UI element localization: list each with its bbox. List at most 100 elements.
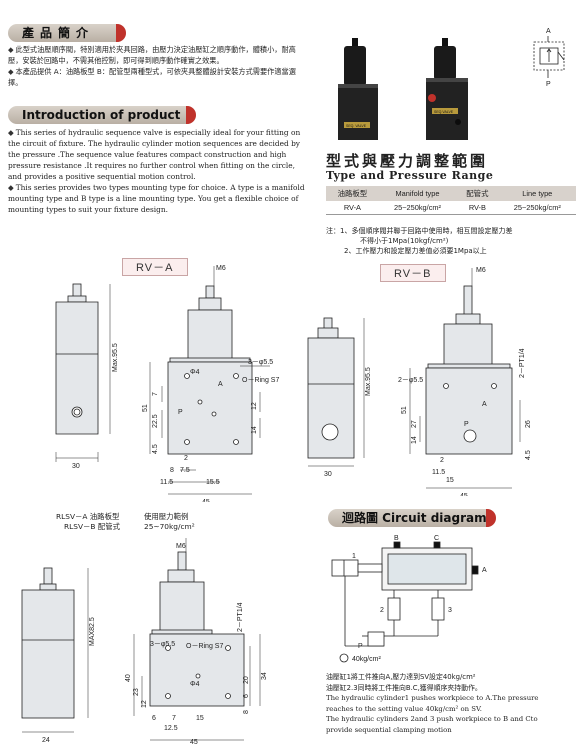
note-line: 不得小于1Mpa(10kgf/cm²) [360,237,449,245]
rva-dim-155: 15.5 [206,479,220,486]
circuit-note-line: 油壓缸1將工件推向A,壓力達到SV設定40kg/cm² [326,673,476,681]
rva-dim-45: 45 [202,499,210,502]
rvb-title-box [380,264,446,282]
rlsv-dim-12: 12 [141,700,148,708]
circuit-label-3: 3 [448,607,452,614]
rlsv-dim-6: 6 [243,694,250,698]
circuit-note-line: reaches to the setting value 40kg/cm² on… [326,704,482,713]
rlsv-dim-holes: 3－φ5.5 [150,641,175,648]
rlsv-dim-23: 23 [133,688,140,696]
table-header: Manifold type [378,186,457,201]
table-header: 配管式 [456,186,499,201]
rlsv-dim-40: 40 [125,674,132,682]
rva-dim-oring: O－Ring S7 [242,377,279,384]
rvb-dim-holes: 2－φ5.5 [398,377,423,384]
circuit-note-line: The hydraulic cylinders 2and 3 push work… [326,715,538,724]
table-cell: 25~250kg/cm² [393,203,442,212]
rvb-title: RV－B [394,268,432,280]
circuit-note-line: 油壓缸2.3同時將工件推向B.C,獲得順序夾持動作。 [326,683,482,692]
rva-dim-30: 30 [72,463,80,470]
circuit-notes: 油壓缸1將工件推向A,壓力達到SV設定40kg/cm² 油壓缸2.3同時將工件推… [326,672,584,736]
symbol-a-label: A [546,28,551,35]
zh-heading: 產品簡介 [8,24,126,42]
rvb-dim-26: 26 [525,420,532,428]
table-row: RV-A 25~250kg/cm² RV-B 25~250kg/cm² [326,201,576,215]
circuit-label-p: P [358,643,363,650]
en-paragraphs: ◆This series of hydraulic sequence valve… [8,127,308,215]
circuit-heading: 迴路圖 Circuit diagram [328,509,496,527]
circuit-label-c: C [434,535,439,542]
diamond-bullet-icon: ◆ [8,67,14,76]
photo-label-1: SEQ. VALVE [346,124,367,128]
circuit-pressure: 40kg/cm² [352,656,381,663]
rva-title: RV－A [136,262,174,274]
zh-paragraph-2: ◆本產品提供 A：油路板型 B：配管型兩種型式，可依夾具整體設計安裝方式需要作適… [8,67,296,87]
rva-dim-a: A [218,381,223,388]
rlsv-range: 使用壓力範例 25~70kg/cm² [144,512,195,532]
zh-heading-text: 產品簡介 [22,26,95,40]
rvb-dim-45: 4.5 [525,450,532,460]
circuit-heading-text: 迴路圖 Circuit diagram [342,511,487,525]
rlsv-drawing: M6 MAX82.5 24 3－φ5.5 O－Ring S7 2－PT1/4 Φ… [21,538,268,746]
rlsv-dim-m6: M6 [176,543,186,550]
rva-title-box [122,258,188,276]
rva-dim-7: 7 [152,392,159,396]
rva-dim-51: 51 [142,404,149,412]
rva-dim-d4: Φ4 [190,369,200,376]
table-cell: RV-A [343,203,361,212]
en-heading: Introduction of product [8,106,196,124]
rvb-dim-14: 14 [411,436,418,444]
rlsv-dim-d6: 6 [152,715,156,722]
heading-accent [486,509,496,527]
rva-dim-8: 8 [170,467,174,474]
rlsv-dim-24: 24 [42,737,50,744]
rvb-dim-max: Max.95.5 [365,367,372,396]
rvb-dim-a: A [482,401,487,408]
rvb-dim-pt: 2－PT1/4 [519,348,526,378]
rvb-dim-p: P [464,421,469,428]
pressure-range-title-en: Type and Pressure Range [326,169,494,182]
pressure-range-notes: 注：1、多個順序閥并聯于回路中使用時，相互間設定壓力差 不得小于1Mpa(10k… [326,226,582,256]
heading-accent [186,106,196,124]
zh-paragraph-1: ◆此型式油壓順序閥，特別適用於夾具回路，由壓力決定油壓缸之順序動作，體積小，耐高… [8,45,296,65]
rlsv-dim-max: MAX82.5 [89,617,96,646]
rlsv-dim-oring: O－Ring S7 [186,643,223,650]
valve-symbol: A P [533,28,565,88]
rvb-dim-m6: M6 [476,267,486,274]
note-line: 注：1、多個順序閥并聯于回路中使用時，相互間設定壓力差 [326,227,513,235]
heading-accent [116,24,126,42]
rlsv-dim-d125: 12.5 [164,725,178,732]
rva-dim-115: 11.5 [160,479,173,486]
rlsv-dim-8: 8 [243,710,250,714]
rlsv-dim-w45: 45 [190,739,198,746]
rva-dim-holes: 3－φ5.5 [248,359,273,366]
table-header: Line type [498,186,576,201]
en-paragraph-2: ◆This series provides two types mounting… [8,183,305,214]
circuit-diagram: B C A 1 2 3 P 40kg/cm² [331,535,487,663]
rvb-dim-115: 11.5 [432,469,445,476]
rlsv-dim-pt: 2－PT1/4 [237,602,244,632]
rlsv-dim-34: 34 [261,672,268,680]
rlsv-range-label: 使用壓力範例 [144,512,189,521]
diamond-bullet-icon: ◆ [8,183,14,192]
rlsv-labels: RLSV－A 油路板型 RLSV－B 配管式 [56,512,120,532]
circuit-label-1: 1 [352,553,356,560]
table-header: 油路板型 [326,186,379,201]
diamond-bullet-icon: ◆ [8,128,14,137]
circuit-label-a: A [482,567,487,574]
symbol-p-label: P [546,81,551,88]
pressure-range-table: 油路板型 Manifold type 配管式 Line type RV-A 25… [326,186,576,215]
photo-label-2: SEQ.VALVE [434,110,454,114]
valve-photo: SEQ. VALVE SEQ.VALVE [338,38,468,140]
rlsv-dim-d15: 15 [196,715,204,722]
rlsv-range-value: 25~70kg/cm² [144,522,195,531]
rva-dim-14: 14 [251,426,258,434]
rva-dim-m6: M6 [216,265,226,272]
en-heading-text: Introduction of product [22,108,181,122]
rvb-dim-51: 51 [401,406,408,414]
rva-dim-p: P [178,409,183,416]
rlsv-dim-d7: 7 [172,715,176,722]
rvb-dim-27: 27 [411,420,418,428]
rva-dim-4: 4.5 [152,444,159,454]
pressure-range-title-zh: 型式與壓力調整範圍 [326,152,489,170]
